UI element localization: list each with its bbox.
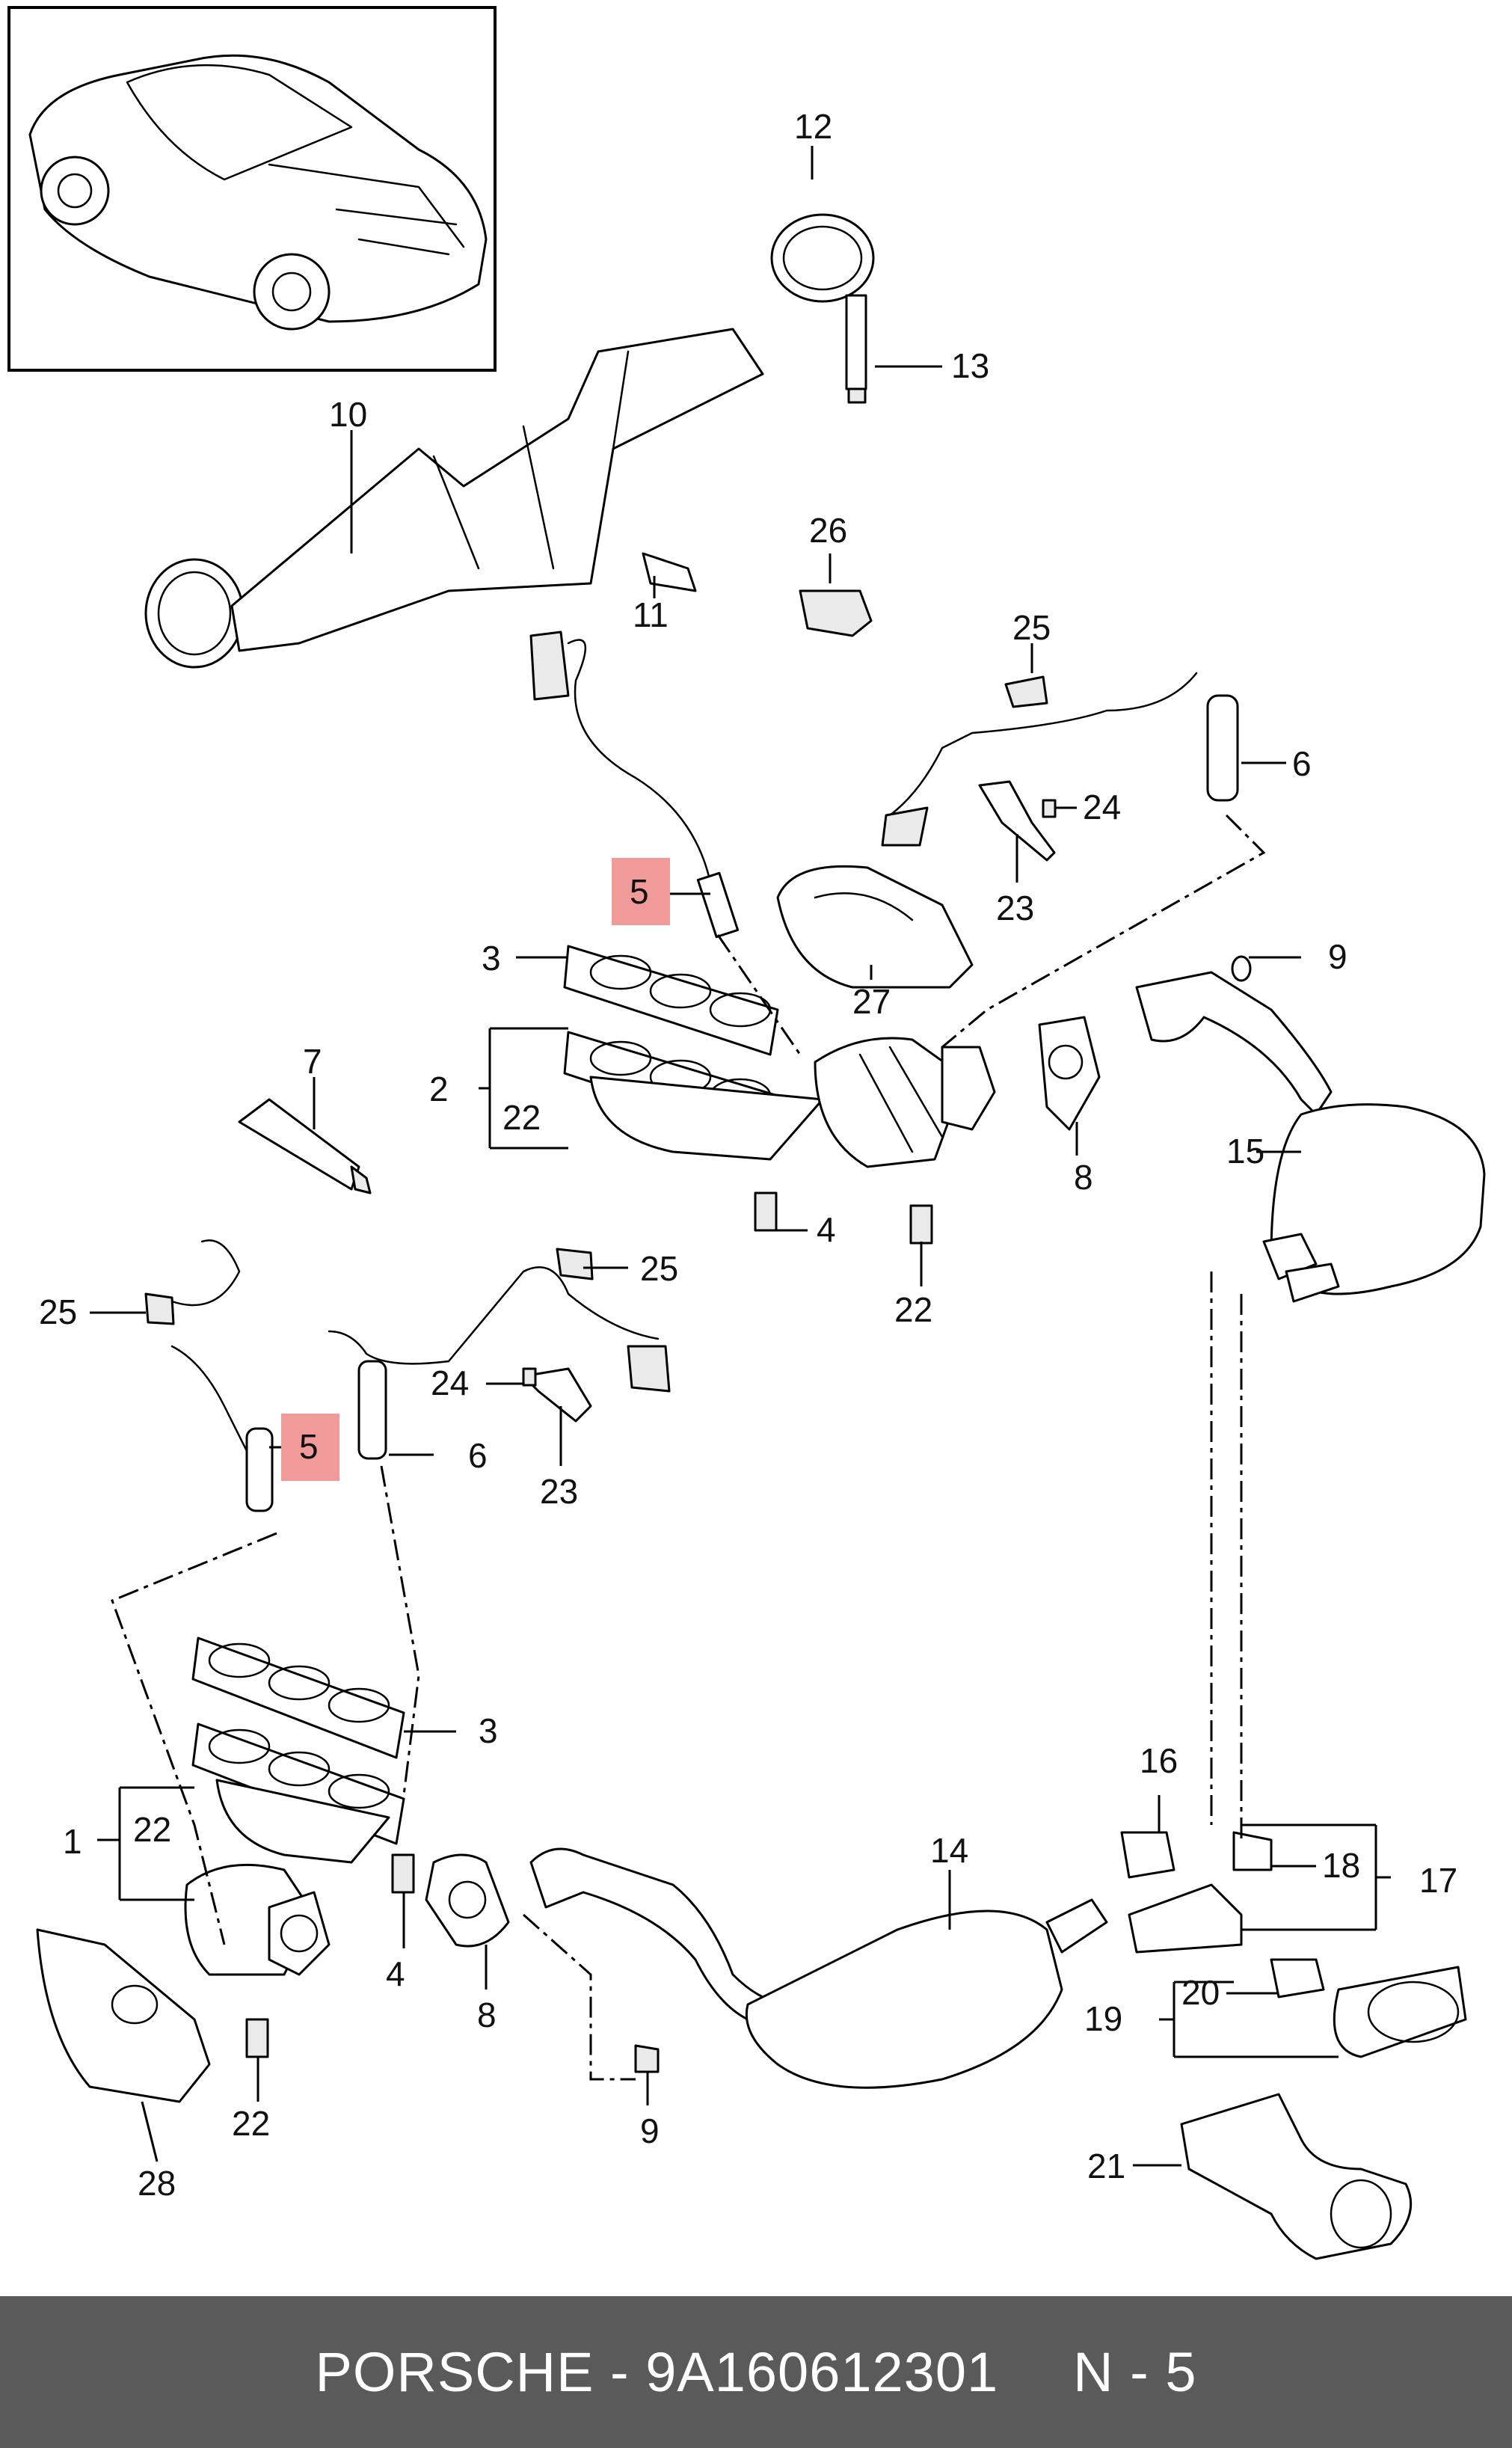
exhaust-parts-diagram: 12 13 10 26 11 25 6 24 23 5 27 9 3 7 2 2… bbox=[7, 6, 1486, 2260]
callout-25-right: 25 bbox=[640, 1249, 678, 1288]
callout-13: 13 bbox=[951, 346, 989, 385]
callout-6-left: 6 bbox=[468, 1436, 488, 1475]
callout-18: 18 bbox=[1322, 1846, 1360, 1885]
callout-20: 20 bbox=[1181, 1973, 1220, 2012]
mounting-bracket-assembly bbox=[144, 213, 875, 669]
diagram-reference: N - 5 bbox=[1073, 2341, 1197, 2403]
lower-oxygen-sensors bbox=[144, 1239, 671, 1512]
callout-16: 16 bbox=[1140, 1741, 1178, 1780]
bracket-clip-26 bbox=[799, 589, 873, 637]
callout-22-top-right: 22 bbox=[894, 1290, 932, 1329]
callout-25-left: 25 bbox=[39, 1292, 77, 1331]
callout-24-top: 24 bbox=[1083, 788, 1121, 826]
flange-gasket-upper bbox=[1038, 1016, 1101, 1131]
highlight-box-5-lower bbox=[281, 1414, 339, 1481]
callout-8-bottom: 8 bbox=[477, 1995, 497, 2034]
callout-5-upper: 5 bbox=[630, 872, 649, 911]
callout-27: 27 bbox=[852, 982, 891, 1021]
callout-4-bottom: 4 bbox=[386, 1954, 405, 1993]
highlight-box-5-upper bbox=[612, 858, 670, 925]
callout-21: 21 bbox=[1087, 2147, 1125, 2185]
callout-14: 14 bbox=[930, 1831, 968, 1870]
callout-23-bottom: 23 bbox=[540, 1472, 578, 1511]
center-silencer-14 bbox=[529, 1847, 1243, 2089]
right-oxygen-sensor bbox=[881, 672, 1239, 862]
rear-silencer-15 bbox=[1135, 955, 1486, 1303]
callout-26: 26 bbox=[809, 511, 847, 550]
callout-labels: 12 13 10 26 11 25 6 24 23 5 27 9 3 7 2 2… bbox=[39, 107, 1457, 2203]
callout-2: 2 bbox=[429, 1070, 449, 1108]
callout-12: 12 bbox=[794, 107, 832, 146]
callout-4-top: 4 bbox=[817, 1210, 836, 1249]
callout-25-top: 25 bbox=[1012, 608, 1051, 647]
upper-oxygen-sensor bbox=[529, 631, 740, 939]
callout-22-bottom-left: 22 bbox=[133, 1810, 171, 1849]
upper-exhaust-manifold bbox=[563, 945, 996, 1245]
callout-17: 17 bbox=[1419, 1861, 1457, 1900]
callout-22-bottom-right: 22 bbox=[232, 2104, 270, 2143]
leader-lines bbox=[90, 146, 1391, 2167]
callout-15: 15 bbox=[1226, 1132, 1264, 1171]
flange-gasket-lower bbox=[425, 1853, 660, 2073]
sealant-tube-7 bbox=[238, 1098, 372, 1194]
callout-5-lower: 5 bbox=[299, 1427, 319, 1466]
callout-10: 10 bbox=[329, 395, 367, 434]
callout-9-top: 9 bbox=[1328, 937, 1347, 976]
callout-22-top-left: 22 bbox=[503, 1098, 541, 1137]
callout-9-bottom: 9 bbox=[640, 2111, 660, 2150]
car-thumbnail bbox=[7, 6, 497, 372]
part-number-footer: PORSCHE - 9A160612301 N - 5 bbox=[0, 2296, 1512, 2448]
brand-part-number: PORSCHE - 9A160612301 bbox=[315, 2341, 999, 2403]
callout-1: 1 bbox=[63, 1822, 82, 1861]
callout-3-top: 3 bbox=[482, 939, 501, 978]
callout-24-bottom: 24 bbox=[431, 1363, 469, 1402]
callout-6-right: 6 bbox=[1292, 744, 1312, 783]
clamps-and-tailpipes bbox=[1120, 1831, 1467, 2260]
connection-lines bbox=[111, 814, 1266, 2081]
callout-28: 28 bbox=[138, 2164, 176, 2203]
callout-11: 11 bbox=[633, 595, 669, 634]
callout-19: 19 bbox=[1084, 1999, 1122, 2038]
heat-shield-27 bbox=[776, 865, 974, 989]
callout-7: 7 bbox=[303, 1042, 322, 1081]
callout-8-top: 8 bbox=[1074, 1158, 1093, 1197]
callout-23-top: 23 bbox=[996, 889, 1034, 927]
lower-exhaust-manifold bbox=[36, 1636, 415, 2103]
callout-3-bottom: 3 bbox=[479, 1711, 498, 1750]
